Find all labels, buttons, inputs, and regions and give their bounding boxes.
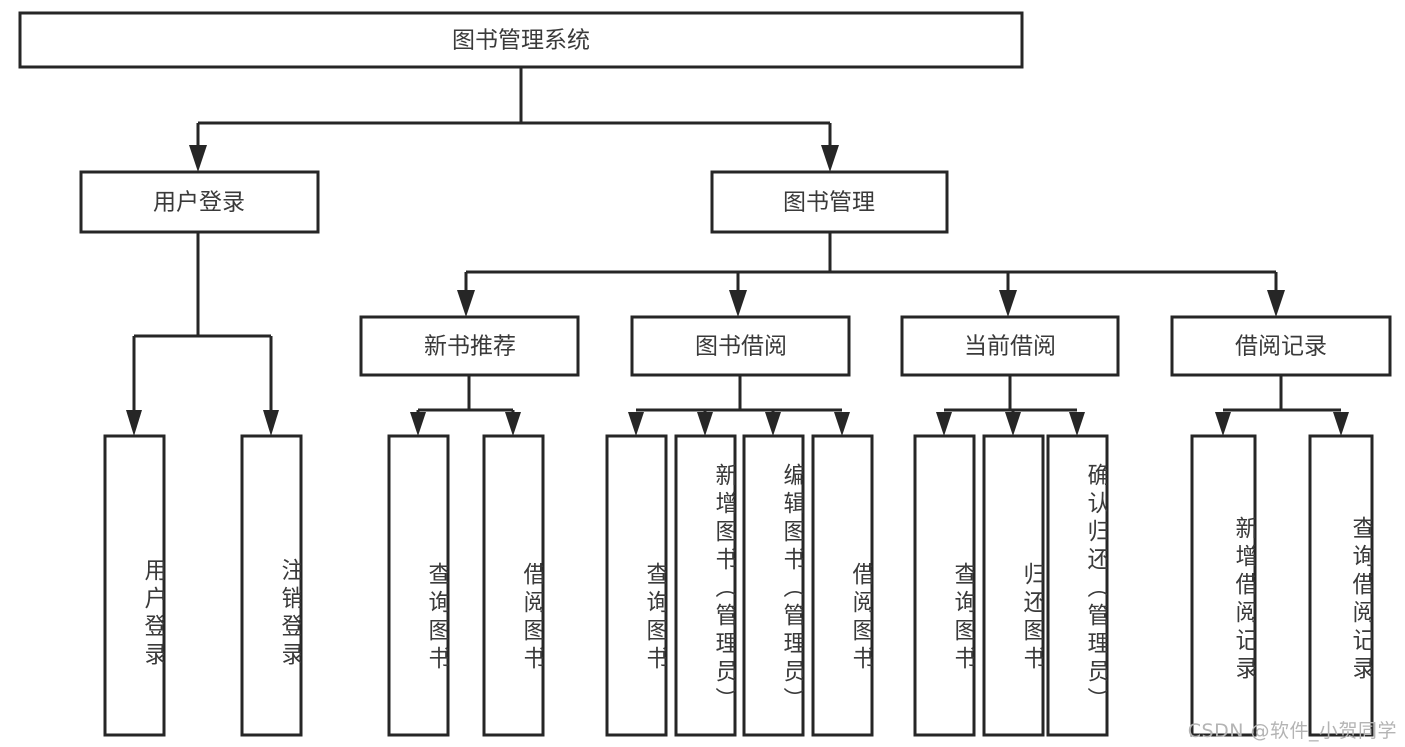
node-current-borrow-label: 当前借阅 [964,334,1056,360]
node-book-manage[interactable]: 图书管理 [710,170,949,234]
arrow-head-leaf-confirm-return [1069,412,1085,436]
arrow-head-borrow-record [1267,290,1285,317]
arrow-head-leaf-return-book [1005,412,1021,436]
leaf-add-book-box[interactable] [674,434,737,737]
arrow-head-leaf-edit-book [765,412,781,436]
node-root[interactable]: 图书管理系统 [18,11,1024,69]
leaf-query-record-box[interactable] [1308,434,1374,737]
node-root-label: 图书管理系统 [452,28,590,54]
leaf-borrow-book-2-box[interactable] [811,434,874,737]
leaf-borrow-book-1-box[interactable] [482,434,545,737]
node-book-manage-box[interactable] [710,170,949,234]
connector-group-user-login [126,232,279,436]
leaf-return-book-box[interactable] [982,434,1045,737]
node-book-borrow-label: 图书借阅 [695,334,787,360]
connector-group-borrow-record [1215,375,1349,436]
node-borrow-record[interactable]: 借阅记录 [1170,315,1392,377]
node-new-book-recommend-label: 新书推荐 [424,334,516,360]
node-current-borrow[interactable]: 当前借阅 [900,315,1120,377]
csdn-watermark: CSDN @软件_小贺同学 [1187,720,1397,742]
node-book-borrow[interactable]: 图书借阅 [630,315,851,377]
node-borrow-record-box[interactable] [1170,315,1392,377]
connector-group-book-borrow [628,375,850,436]
connector-group-root [189,67,839,172]
node-user-login-box[interactable] [79,170,320,234]
arrow-head-book-manage [821,145,839,172]
leaf-boxes-group [103,434,1374,737]
arrow-head-leaf-query-book-3 [936,412,952,436]
arrow-head-leaf-user-logout [263,410,279,436]
node-new-book-recommend[interactable]: 新书推荐 [359,315,580,377]
arrow-head-book-borrow [729,290,747,317]
arrow-head-new-book-recommend [457,290,475,317]
connector-group-book-manage [457,232,1285,317]
leaf-query-book-1-box[interactable] [387,434,450,737]
leaf-user-login-box[interactable] [103,434,166,737]
leaf-user-logout-box[interactable] [240,434,303,737]
node-book-borrow-box[interactable] [630,315,851,377]
arrow-head-leaf-user-login [126,410,142,436]
arrow-head-leaf-add-book [697,412,713,436]
node-user-login-label: 用户登录 [153,190,245,216]
arrow-head-user-login [189,145,207,172]
arrow-head-leaf-borrow-book-2 [834,412,850,436]
leaf-edit-book-box[interactable] [742,434,805,737]
leaf-add-record-box[interactable] [1190,434,1257,737]
leaf-query-book-2-box[interactable] [605,434,668,737]
arrow-head-leaf-add-record [1215,412,1231,436]
leaf-query-book-3-box[interactable] [913,434,976,737]
node-root-box[interactable] [18,11,1024,69]
node-current-borrow-box[interactable] [900,315,1120,377]
node-borrow-record-label: 借阅记录 [1235,334,1327,360]
arrow-head-leaf-query-book-1 [410,412,426,436]
connector-group-new-book-recommend [410,375,521,436]
node-book-manage-label: 图书管理 [783,190,875,216]
node-user-login[interactable]: 用户登录 [79,170,320,234]
arrow-head-current-borrow [999,290,1017,317]
leaf-confirm-return-box[interactable] [1046,434,1109,737]
arrow-head-leaf-borrow-book-1 [505,412,521,436]
node-new-book-recommend-box[interactable] [359,315,580,377]
arrow-head-leaf-query-record [1333,412,1349,436]
connector-group-current-borrow [936,375,1085,436]
arrow-head-leaf-query-book-2 [628,412,644,436]
